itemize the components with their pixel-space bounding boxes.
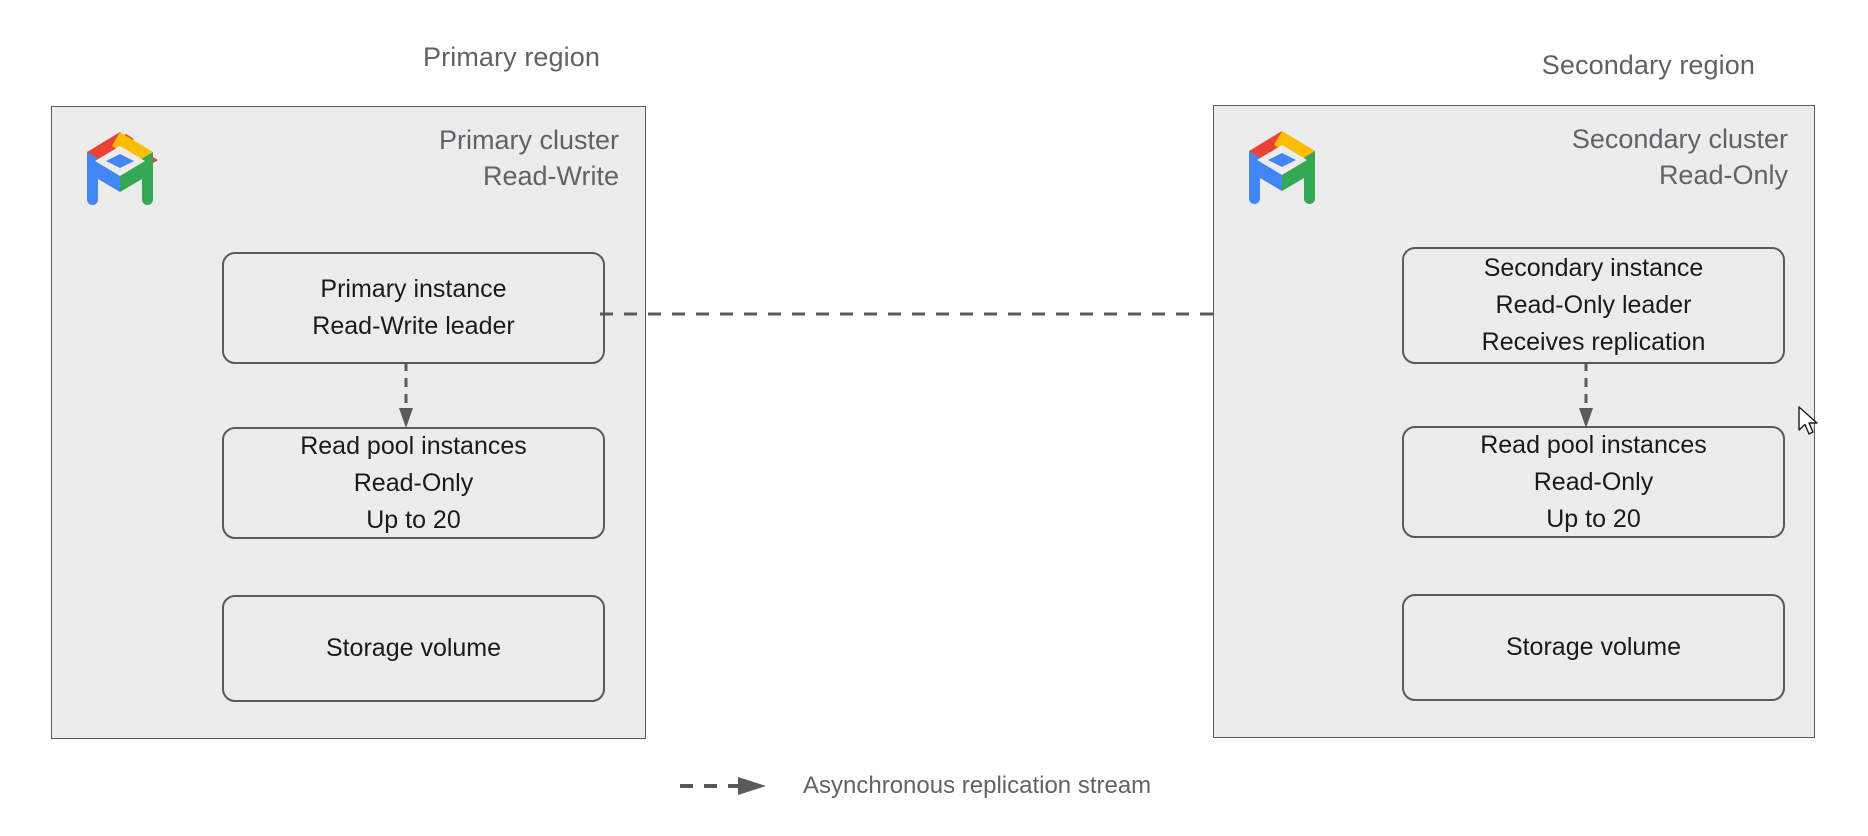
mouse-cursor-icon	[1798, 406, 1818, 435]
cluster-primary-title: Primary cluster Read-Write	[438, 125, 619, 191]
legend-label-async-replication: Asynchronous replication stream	[803, 772, 1152, 799]
node-secondary-readpool[interactable]: Read pool instances Read-Only Up to 20	[1402, 426, 1785, 538]
node-primary-storage[interactable]: Storage volume	[222, 595, 605, 702]
region-label-secondary: Secondary region	[1541, 50, 1755, 80]
cluster-secondary: Secondary cluster Read-Only Secondary in…	[1213, 105, 1815, 738]
cluster-primary: Primary cluster Read-Write	[51, 106, 646, 739]
node-secondary-storage[interactable]: Storage volume	[1402, 594, 1785, 701]
node-primary-instance[interactable]: Primary instance Read-Write leader	[222, 252, 605, 364]
node-secondary-instance[interactable]: Secondary instance Read-Only leader Rece…	[1402, 247, 1785, 364]
node-primary-readpool[interactable]: Read pool instances Read-Only Up to 20	[222, 427, 605, 539]
legend: Asynchronous replication stream	[680, 772, 1151, 800]
alloydb-logo-icon	[1249, 131, 1315, 204]
connector-secondary-instance-to-readpool	[1579, 362, 1593, 428]
cluster-secondary-title: Secondary cluster Read-Only	[1571, 124, 1788, 190]
region-label-primary: Primary region	[423, 42, 600, 72]
dashed-arrow-right-icon	[680, 777, 766, 795]
connector-primary-instance-to-readpool	[399, 362, 413, 428]
alloydb-logo-icon	[87, 132, 158, 205]
